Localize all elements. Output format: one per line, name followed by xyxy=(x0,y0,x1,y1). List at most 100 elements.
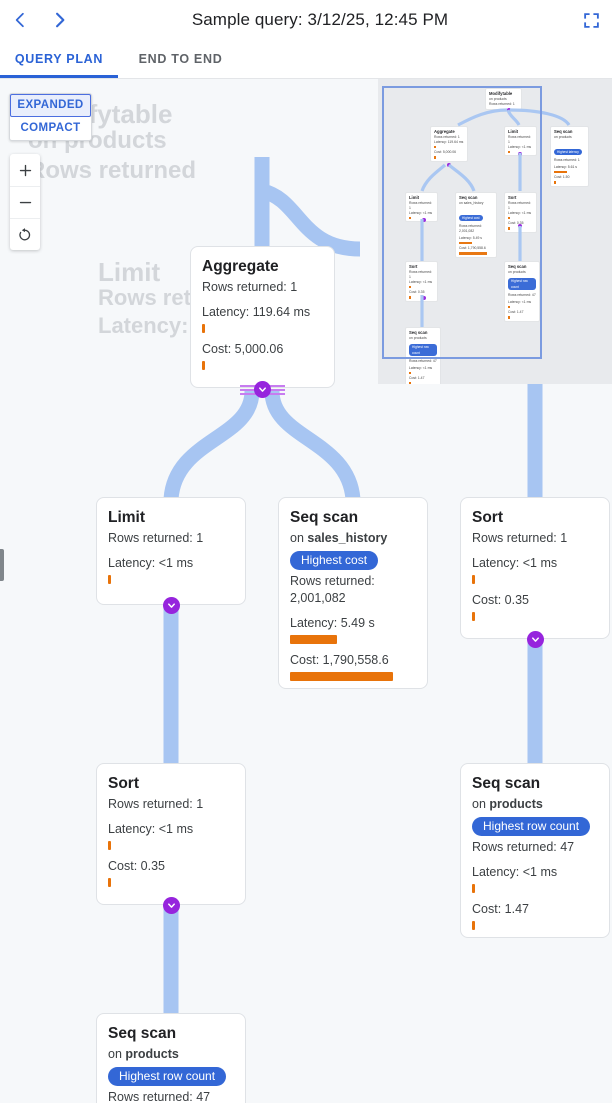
minimap-node-latency: Latency: <1 ms xyxy=(409,211,433,215)
minimap-node-cost: Cost: 5,000.06 xyxy=(434,150,457,155)
node-latency-bar xyxy=(202,324,205,333)
node-title: Seq scan xyxy=(472,775,541,792)
minimap-node-title: Aggregate xyxy=(434,129,455,134)
zoom-in-button[interactable] xyxy=(10,154,40,186)
minimap-cost-bar xyxy=(459,252,487,255)
reset-view-button[interactable] xyxy=(10,218,40,250)
node-latency-bar xyxy=(108,841,111,850)
node-title: Aggregate xyxy=(202,258,279,275)
minimap-status-badge: Highest row count xyxy=(508,278,536,290)
chevron-left-icon xyxy=(15,12,24,28)
plan-node-seq-scan-sales-history[interactable]: Seq scan on sales_history Highest cost R… xyxy=(278,497,428,689)
minimap-node-rows: Rows returned: 1 xyxy=(508,201,531,210)
plan-node-seq-scan-products-bottom[interactable]: Seq scan on products Highest row count R… xyxy=(96,1013,246,1103)
minimap-node: Seq scan on products Highest row count R… xyxy=(405,327,441,384)
collapse-toggle-aggregate[interactable] xyxy=(254,381,271,398)
tab-end-to-end[interactable]: END TO END xyxy=(138,51,223,66)
minimap-node-relation: on sales_history xyxy=(459,201,484,205)
panel-resize-handle[interactable] xyxy=(0,549,4,581)
node-latency-bar xyxy=(108,575,111,584)
minimap-node-cost: Cost: 1.50 xyxy=(554,175,570,180)
node-cost-bar xyxy=(108,878,111,887)
tab-query-plan[interactable]: QUERY PLAN xyxy=(0,39,118,78)
minimap[interactable]: Modifytable on products Rows returned: 1… xyxy=(378,79,612,384)
minus-icon xyxy=(19,201,31,204)
minimap-node-relation: on products xyxy=(554,135,572,139)
node-cost-bar xyxy=(472,612,475,621)
node-rows-returned: Rows returned: 47 xyxy=(472,840,575,854)
node-relation: on products xyxy=(472,795,598,813)
minimap-cost-bar xyxy=(409,296,411,299)
node-cost-bar xyxy=(472,921,475,930)
collapse-toggle-sort-right[interactable] xyxy=(527,631,544,648)
tab-bar: QUERY PLAN END TO END xyxy=(0,40,612,79)
node-title: Limit xyxy=(108,509,146,526)
node-title: Sort xyxy=(472,509,503,526)
minimap-node-relation: on products xyxy=(409,336,427,340)
node-cost-bar xyxy=(290,672,393,681)
minimap-node: Limit Rows returned: 1 Latency: <1 ms xyxy=(405,192,438,223)
minimap-latency-bar xyxy=(508,217,510,220)
node-relation-table: products xyxy=(125,1047,179,1061)
minimap-cost-bar xyxy=(554,181,556,184)
minimap-node: Seq scan on products Highest latency Row… xyxy=(550,126,589,187)
plan-node-sort-left[interactable]: Sort Rows returned: 1 Latency: <1 ms Cos… xyxy=(96,763,246,905)
chevron-down-icon xyxy=(532,637,539,642)
minimap-latency-bar xyxy=(554,171,567,174)
node-title: Sort xyxy=(108,775,139,792)
node-cost: Cost: 0.35 xyxy=(472,593,529,607)
minimap-node-title: Sort xyxy=(409,264,418,269)
expanded-mode-button[interactable]: EXPANDED xyxy=(10,94,91,117)
node-rows-returned: Rows returned: 1 xyxy=(108,531,204,545)
plan-node-aggregate[interactable]: Aggregate Rows returned: 1 Latency: 119.… xyxy=(190,246,335,388)
minimap-node-latency: Latency: <1 ms xyxy=(508,211,532,215)
chevron-down-icon xyxy=(168,903,175,908)
minimap-node-latency: Latency: 5.49 s xyxy=(459,236,482,240)
plan-canvas[interactable]: Modifytable on products Rows returned Li… xyxy=(0,79,612,1103)
minimap-node-rows: Rows returned: 47 xyxy=(409,359,437,363)
minimap-node: Seq scan on sales_history Highest cost R… xyxy=(455,192,497,258)
plan-node-sort-right[interactable]: Sort Rows returned: 1 Latency: <1 ms Cos… xyxy=(460,497,610,639)
minimap-node: Sort Rows returned: 1 Latency: <1 ms Cos… xyxy=(405,261,438,302)
node-relation-prefix: on xyxy=(472,797,490,811)
minimap-node-rows: Rows returned: 47 xyxy=(508,293,536,297)
compact-mode-button[interactable]: COMPACT xyxy=(20,122,81,134)
node-latency: Latency: <1 ms xyxy=(472,865,558,879)
minimap-node-title: Sort xyxy=(508,195,517,200)
plan-node-limit[interactable]: Limit Rows returned: 1 Latency: <1 ms xyxy=(96,497,246,605)
fullscreen-icon xyxy=(583,12,599,28)
minimap-status-badge: Highest cost xyxy=(459,215,483,221)
fullscreen-button[interactable] xyxy=(570,0,612,40)
reset-rotate-icon xyxy=(19,227,31,240)
status-badge: Highest row count xyxy=(108,1067,227,1086)
chevron-down-icon xyxy=(259,387,266,392)
back-button[interactable] xyxy=(0,0,40,40)
minimap-cost-bar xyxy=(409,382,411,384)
minimap-node: Seq scan on products Highest row count R… xyxy=(504,261,540,322)
minimap-viewport[interactable] xyxy=(382,86,542,359)
minimap-node-relation: on products xyxy=(508,270,526,274)
minimap-latency-bar xyxy=(409,217,411,220)
collapse-toggle-limit[interactable] xyxy=(163,597,180,614)
node-cost: Cost: 5,000.06 xyxy=(202,342,284,356)
minimap-cost-bar xyxy=(434,156,436,159)
layout-mode-group: EXPANDED COMPACT xyxy=(9,93,92,141)
forward-button[interactable] xyxy=(40,0,80,40)
collapse-toggle-sort-left[interactable] xyxy=(163,897,180,914)
minimap-status-badge: Highest row count xyxy=(409,344,437,356)
zoom-out-button[interactable] xyxy=(10,186,40,218)
minimap-node-rows: Rows returned: 1 xyxy=(409,201,432,210)
minimap-node-cost: Cost: 1.47 xyxy=(508,310,524,315)
minimap-node-latency: Latency: <1 ms xyxy=(409,366,433,370)
minimap-node-rows: Rows returned: 1 xyxy=(554,158,580,162)
minimap-cost-bar xyxy=(508,227,510,230)
status-badge: Highest row count xyxy=(472,817,591,836)
plan-node-seq-scan-products-right[interactable]: Seq scan on products Highest row count R… xyxy=(460,763,610,938)
minimap-node-rows: Rows returned: 1 xyxy=(434,135,460,139)
minimap-node-title: Limit xyxy=(409,195,420,200)
chevron-down-icon xyxy=(168,603,175,608)
minimap-node-latency: Latency: <1 ms xyxy=(409,280,433,284)
node-cost-bar xyxy=(202,361,205,370)
node-cost: Cost: 1,790,558.6 xyxy=(290,653,389,667)
minimap-latency-bar xyxy=(508,306,510,309)
